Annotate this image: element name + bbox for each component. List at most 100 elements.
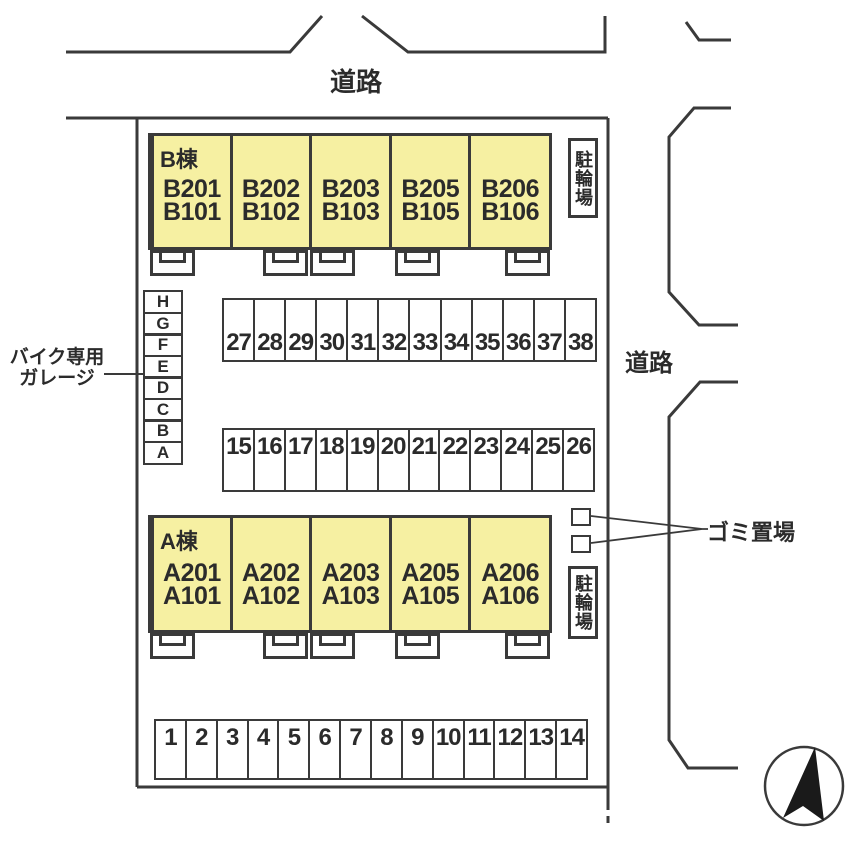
parking-stall: 18	[317, 430, 348, 490]
bicycle-parking-south-label: 駐輪場	[573, 574, 593, 631]
unit-number: B203	[321, 175, 380, 203]
parking-stall: 30	[317, 300, 349, 360]
garage-slot: G	[143, 311, 183, 336]
compass-icon	[763, 745, 845, 827]
unit-number: B105	[401, 198, 460, 226]
unit-number: A206	[481, 559, 539, 587]
entrance-porch	[150, 250, 195, 276]
unit-number: B206	[481, 175, 539, 203]
bicycle-parking-north: 駐輪場	[568, 138, 598, 218]
unit-number: A105	[401, 582, 460, 610]
garage-slot: D	[143, 376, 183, 400]
entrance-step	[514, 633, 541, 646]
parking-stall: 1	[156, 721, 187, 778]
entrance-porch	[505, 633, 550, 659]
unit-number: B103	[321, 198, 380, 226]
parking-stall: 26	[566, 433, 592, 460]
unit-number: A203	[321, 559, 380, 587]
parking-stall: 21	[410, 430, 441, 490]
road-label-top: 道路	[330, 67, 383, 97]
parking-stall: 28	[255, 300, 287, 360]
bike-garage-label: バイク専用 ガレージ	[2, 347, 112, 389]
parking-stall: 32	[379, 300, 411, 360]
entrance-step	[404, 250, 431, 263]
parking-stall: 23	[471, 430, 503, 490]
parking-stall: 20	[379, 430, 410, 490]
entrance-porch	[150, 633, 195, 659]
unit-number: B202	[241, 175, 300, 203]
parking-stall: 15	[224, 430, 255, 490]
garage-slot: C	[143, 397, 183, 422]
parking-stall: 2	[187, 721, 218, 778]
parking-stall: 4	[249, 721, 280, 778]
parking-stall: 5	[279, 721, 311, 778]
entrance-porch	[395, 250, 440, 276]
road-curb-right-lower	[667, 380, 738, 770]
parking-stall: 27	[224, 300, 256, 360]
unit-number: A202	[241, 559, 300, 587]
parking-stall: 31	[348, 300, 380, 360]
parking-stall: 34	[442, 300, 473, 360]
road-edge-top-left	[66, 15, 324, 54]
unit-number: B201	[163, 175, 221, 203]
garage-slot: B	[143, 419, 183, 443]
parking-stall: 36	[504, 300, 535, 360]
road-curb-right-middle	[667, 106, 738, 327]
garage-slot: A	[143, 440, 183, 465]
entrance-porch	[263, 633, 308, 659]
building-b-name: B棟	[160, 147, 198, 172]
unit-number: A201	[163, 559, 221, 587]
bicycle-parking-north-label: 駐輪場	[573, 149, 593, 207]
unit-number: A205	[401, 559, 460, 587]
entrance-porch	[505, 250, 550, 276]
entrance-porch	[263, 250, 308, 276]
entrance-porch	[395, 633, 440, 659]
parking-stall: 33	[410, 300, 442, 360]
parking-stall: 12	[495, 721, 527, 778]
bicycle-parking-south: 駐輪場	[568, 566, 598, 639]
unit-number: A102	[241, 582, 300, 610]
entrance-step	[514, 250, 541, 263]
north-arrow-icon	[783, 747, 824, 821]
parking-stall: 38	[568, 329, 594, 356]
entrance-step	[159, 250, 186, 263]
entrance-porch	[310, 250, 355, 276]
parking-stall: 25	[533, 430, 565, 490]
parking-stall: 13	[526, 721, 558, 778]
entrance-porch	[310, 633, 355, 659]
unit-number: B106	[481, 198, 539, 226]
unit-number: B205	[401, 175, 460, 203]
unit-number: A101	[163, 582, 221, 610]
parking-stall: 10	[434, 721, 465, 778]
garage-slot: F	[143, 333, 183, 357]
garage-slot: E	[143, 354, 183, 379]
parking-stall: 9	[403, 721, 434, 778]
unit-number: B101	[163, 198, 221, 226]
parking-stall: 16	[255, 430, 286, 490]
garbage-box-2	[571, 535, 591, 553]
entrance-step	[272, 250, 299, 263]
entrance-step	[319, 633, 346, 646]
garbage-leader-lines	[590, 515, 708, 544]
entrance-step	[159, 633, 186, 646]
parking-stall: 7	[341, 721, 373, 778]
road-curb-right-upper	[684, 21, 731, 42]
parking-stall: 6	[310, 721, 342, 778]
road-label-right: 道路	[625, 350, 673, 377]
garage-slot: H	[143, 290, 183, 314]
